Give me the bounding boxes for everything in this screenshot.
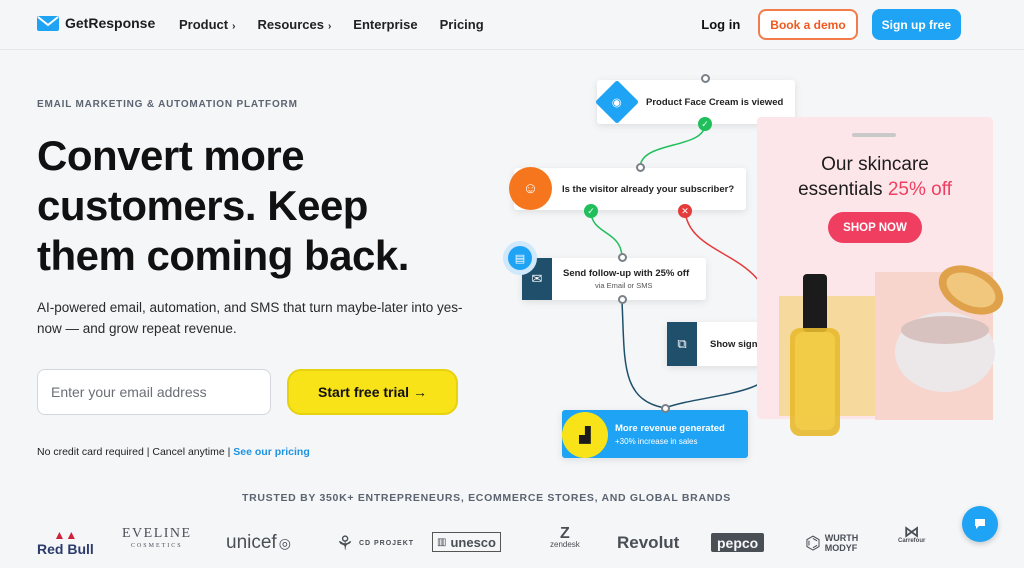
brand-redbull-logo: ▲▲ Red Bull [37, 528, 94, 557]
eyebrow: EMAIL MARKETING & AUTOMATION PLATFORM [37, 99, 298, 110]
brand-unesco-logo: ▥unesco [432, 532, 501, 552]
brand-zendesk-logo: Z zendesk [550, 525, 580, 550]
login-link[interactable]: Log in [701, 17, 741, 32]
globe-icon: ◎ [278, 534, 291, 551]
check-icon: ✓ [584, 204, 598, 218]
connector-dot [701, 74, 710, 83]
envelope-logo-icon [37, 15, 59, 31]
trusted-heading: TRUSTED BY 350K+ ENTREPRENEURS, ECOMMERC… [241, 492, 732, 504]
chevron-right-icon: › [327, 21, 332, 32]
flow-step-follow-up: Send follow-up with 25% off via Email or… [522, 258, 706, 300]
book-demo-button[interactable]: Book a demo [758, 9, 858, 40]
sign-up-button[interactable]: Sign up free [871, 9, 961, 40]
clipboard-pulse-icon: ▤ [503, 241, 537, 275]
brand-wurth-logo: ⌬ WURTH MODYF [805, 533, 859, 553]
carrefour-icon: ⋈ [903, 524, 920, 541]
connector-dot [618, 295, 627, 304]
chevron-right-icon: › [232, 21, 236, 32]
zendesk-icon: Z [560, 525, 570, 542]
top-nav: GetResponse Product› Resources› Enterpri… [0, 0, 1024, 50]
nav-enterprise[interactable]: Enterprise [353, 17, 418, 32]
popup-icon: ⧉ [667, 322, 697, 366]
chat-bubble-icon [975, 519, 985, 529]
nav-actions: Log in Book a demo Sign up free [701, 9, 961, 40]
connector-dot [618, 253, 627, 262]
promo-handle [852, 133, 896, 137]
nav-product[interactable]: Product› [179, 17, 236, 32]
brand-unicef-logo: unicef◎ [226, 532, 291, 553]
logo-text: GetResponse [65, 15, 156, 31]
flow-step-subscriber-check: Is the visitor already your subscriber? [514, 168, 746, 210]
brand-carrefour-logo: ⋈ Carrefour [898, 524, 926, 545]
headline: Convert more customers. Keep them coming… [37, 132, 409, 279]
temple-icon: ▥ [437, 536, 447, 548]
brand-eveline-logo: EVELINE COSMETICS [122, 526, 192, 550]
product-illustration [779, 265, 1004, 436]
subheadline: AI-powered email, automation, and SMS th… [37, 300, 463, 336]
nav-resources[interactable]: Resources› [257, 17, 332, 32]
user-check-icon: ☺ [509, 167, 552, 210]
bird-icon: ⚘ [336, 532, 355, 555]
bull-icon: ▲▲ [53, 528, 78, 542]
cross-icon: ✕ [678, 204, 692, 218]
pricing-link[interactable]: See our pricing [233, 446, 310, 458]
connector-dot [636, 163, 645, 172]
email-input[interactable] [37, 369, 271, 415]
brand-revolut-logo: Revolut [617, 533, 680, 552]
bar-chart-icon: ▟ [562, 412, 608, 458]
shop-now-button[interactable]: SHOP NOW [828, 212, 922, 243]
brand-pepco-logo: pepco [711, 533, 765, 552]
check-icon: ✓ [698, 117, 712, 131]
wurth-icon: ⌬ [805, 533, 821, 553]
nav-pricing[interactable]: Pricing [439, 17, 484, 32]
start-trial-button[interactable]: Start free trial → [287, 369, 458, 415]
nav-links: Product› Resources› Enterprise Pricing [179, 17, 484, 32]
flow-step-viewed: Product Face Cream is viewed [597, 80, 795, 124]
connector-dot [661, 404, 670, 413]
fineprint: No credit card required | Cancel anytime… [37, 446, 310, 458]
chat-button[interactable] [962, 506, 998, 542]
promo-title: Our skincare essentials 25% off [798, 154, 952, 200]
logo[interactable]: GetResponse [37, 15, 155, 31]
brand-cdprojekt-logo: ⚘CD PROJEKT [336, 532, 415, 555]
